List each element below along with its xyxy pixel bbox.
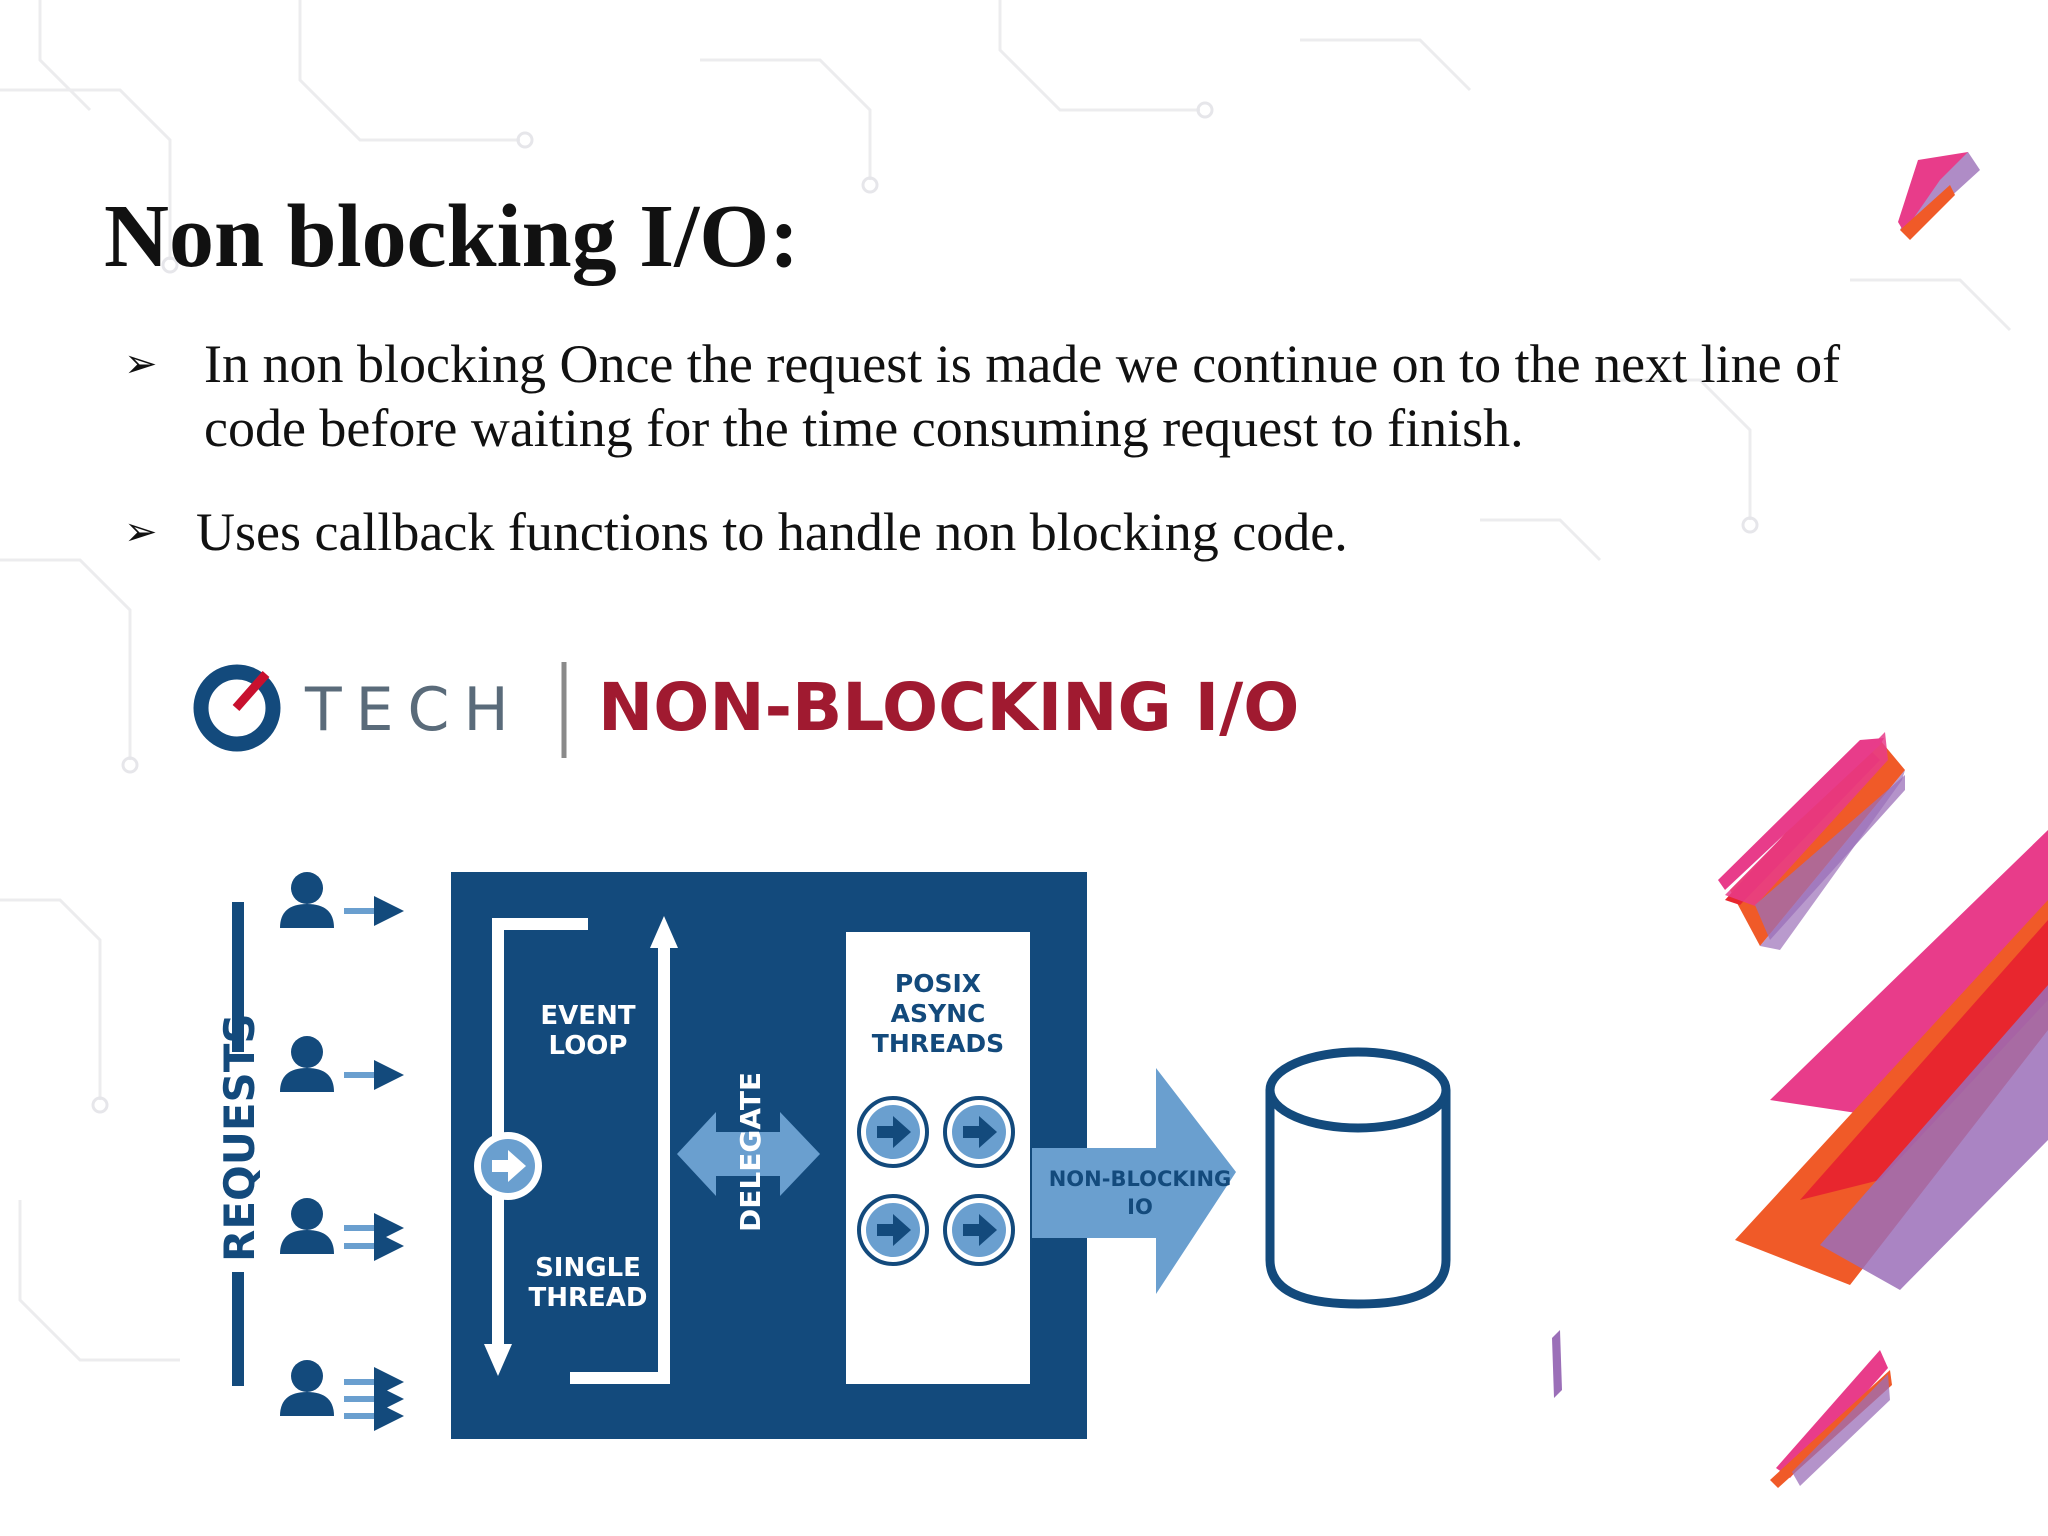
brand-name: TECH [304,675,523,745]
slide-title: Non blocking I/O: [104,192,799,282]
bullet-item-2: ➢ Uses callback functions to handle non … [124,500,1944,564]
posix-label-1: POSIX [895,969,981,998]
bullet-text-1: In non blocking Once the request is made… [204,332,1944,460]
user-request-3 [280,1198,398,1254]
user-icon [280,1036,334,1092]
stripe-orange-bottom [1770,1370,1892,1488]
arrowhead-bullet-icon: ➢ [124,500,184,564]
triple-request-arrow-icon [344,1382,398,1416]
stripe-purple-bottom [1792,1374,1890,1486]
double-request-arrow-icon [344,1228,398,1246]
diagram-heading: NON-BLOCKING I/O [598,669,1299,746]
bullet-text-2: Uses callback functions to handle non bl… [196,500,1944,564]
bullet-1-line-2: code before waiting for the time consumi… [204,398,1524,458]
user-request-4 [280,1360,398,1416]
requests-label: REQUESTS [215,1013,264,1262]
event-loop-label-2: LOOP [549,1031,628,1061]
user-request-1 [280,872,398,928]
bullet-1-line-1: In non blocking Once the request is made… [204,334,1840,394]
arrowhead-bullet-icon: ➢ [124,332,184,396]
posix-label-2: ASYNC [891,999,986,1028]
single-thread-label-1: SINGLE [535,1253,641,1283]
thread-arrow-icon [859,1196,927,1264]
database-icon [1270,1052,1446,1304]
nonblocking-io-label-1: NON-BLOCKING [1049,1167,1232,1191]
stripe-purple-sliver [1552,1330,1562,1398]
posix-label-3: THREADS [872,1029,1004,1058]
delegate-label: DELEGATE [734,1072,767,1232]
user-request-2 [280,1036,398,1092]
bullet-item-1: ➢ In non blocking Once the request is ma… [124,332,1944,460]
single-thread-label-2: THREAD [529,1283,648,1313]
thread-arrow-icon [859,1098,927,1166]
user-icon [280,1198,334,1254]
nonblocking-io-label-2: IO [1127,1195,1153,1219]
user-icon [280,1360,334,1416]
thread-arrow-icon [945,1196,1013,1264]
tech-logo: TECH [201,672,523,745]
loop-circle-arrow-icon [474,1132,542,1200]
event-loop-label-1: EVENT [540,1001,635,1031]
thread-arrow-icon [945,1098,1013,1166]
non-blocking-io-diagram: TECH NON-BLOCKING I/O REQUESTS [180,620,1550,1536]
user-icon [280,872,334,928]
